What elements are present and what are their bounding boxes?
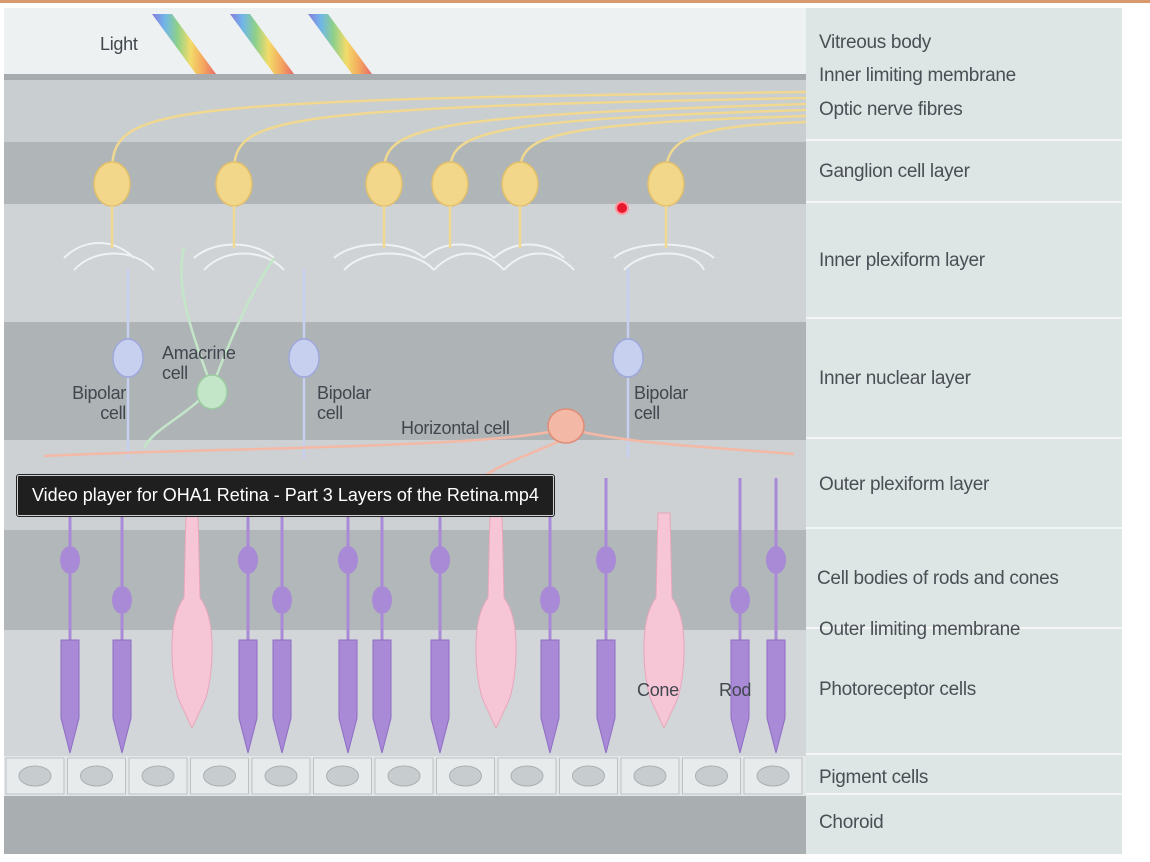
layer-label-inner-nuclear-layer: Inner nuclear layer [819, 368, 971, 389]
layer-label-inner-limiting-membrane: Inner limiting membrane [819, 65, 1016, 86]
pigment-cell [682, 757, 741, 795]
rod-cell [272, 478, 292, 754]
label-panel [806, 8, 1122, 854]
rod-cell [430, 478, 450, 754]
rod-label: Rod [719, 680, 752, 700]
pigment-cell [128, 757, 188, 795]
bipolar-cell-label-middle: Bipolar cell [317, 383, 371, 423]
rod-cell [112, 478, 132, 754]
pigment-cell [67, 757, 126, 795]
video-player-tooltip: Video player for OHA1 Retina - Part 3 La… [16, 474, 555, 517]
ganglion-axons [110, 206, 668, 248]
window-accent-bar [0, 0, 1150, 3]
band-choroid [4, 796, 806, 854]
rod-cell [338, 478, 358, 754]
plexiform-dendrites [63, 242, 715, 271]
layer-label-choroid: Choroid [819, 812, 884, 833]
photoreceptor-cells [60, 478, 786, 754]
horizontal-cell [43, 408, 795, 489]
light-label: Light [100, 34, 138, 54]
pigment-cell [190, 757, 249, 795]
optic-nerve-fibres [110, 90, 807, 174]
cone-cell [475, 512, 517, 730]
band-inner-nuclear [4, 322, 806, 440]
layer-label-optic-nerve-fibres: Optic nerve fibres [819, 99, 963, 120]
band-inner-limiting-membrane [4, 74, 806, 80]
pigment-cell [5, 757, 65, 795]
rod-cell [540, 478, 560, 754]
pigment-cell [374, 757, 434, 795]
layer-label-vitreous-body: Vitreous body [819, 32, 931, 53]
bipolar-cell-label-right: Bipolar cell [634, 383, 688, 423]
band-inner-plexiform [4, 204, 806, 322]
cone-cell [171, 512, 213, 730]
layer-label-outer-plexiform-layer: Outer plexiform layer [819, 474, 990, 495]
pigment-cell [251, 757, 311, 795]
pigment-cell [497, 757, 557, 795]
pigment-cell [620, 757, 680, 795]
label-panel-dividers [806, 139, 1122, 795]
rod-cell [596, 478, 616, 754]
layer-label-ganglion-cell-layer: Ganglion cell layer [819, 161, 970, 182]
pigment-cell [743, 757, 803, 795]
ganglion-cells [93, 161, 685, 207]
layer-label-inner-plexiform-layer: Inner plexiform layer [819, 250, 985, 271]
pigment-cell [559, 757, 618, 795]
rod-cell [238, 478, 258, 754]
rod-cell [60, 478, 80, 754]
rod-cell [372, 478, 392, 754]
light-rays [152, 14, 372, 74]
layer-label-outer-limiting-membrane: Outer limiting membrane [819, 619, 1021, 640]
bipolar-processes [126, 268, 630, 458]
amacrine-cell [142, 247, 276, 449]
band-rod-cone-bodies [4, 530, 806, 630]
amacrine-cell-label: Amacrine cell [162, 343, 236, 383]
bipolar-cells [112, 338, 644, 378]
bipolar-cell-label-left: Bipolar cell [72, 383, 126, 423]
layer-label-rod-cone-bodies: Cell bodies of rods and cones [817, 568, 1059, 589]
pigment-cell [313, 757, 372, 795]
cone-label: Cone [637, 680, 679, 700]
retina-diagram [4, 8, 1122, 854]
band-vitreous [4, 8, 806, 74]
layer-label-photoreceptor-cells: Photoreceptor cells [819, 679, 976, 700]
rod-cell [766, 478, 786, 754]
layer-label-pigment-cells: Pigment cells [819, 767, 929, 788]
rod-cell [730, 478, 750, 754]
cone-cell [643, 512, 685, 730]
video-frame[interactable] [4, 8, 1122, 854]
pigment-cells [5, 757, 803, 795]
cursor-pointer-dot [615, 201, 629, 215]
horizontal-cell-label: Horizontal cell [401, 418, 510, 438]
pigment-cell [436, 757, 495, 795]
